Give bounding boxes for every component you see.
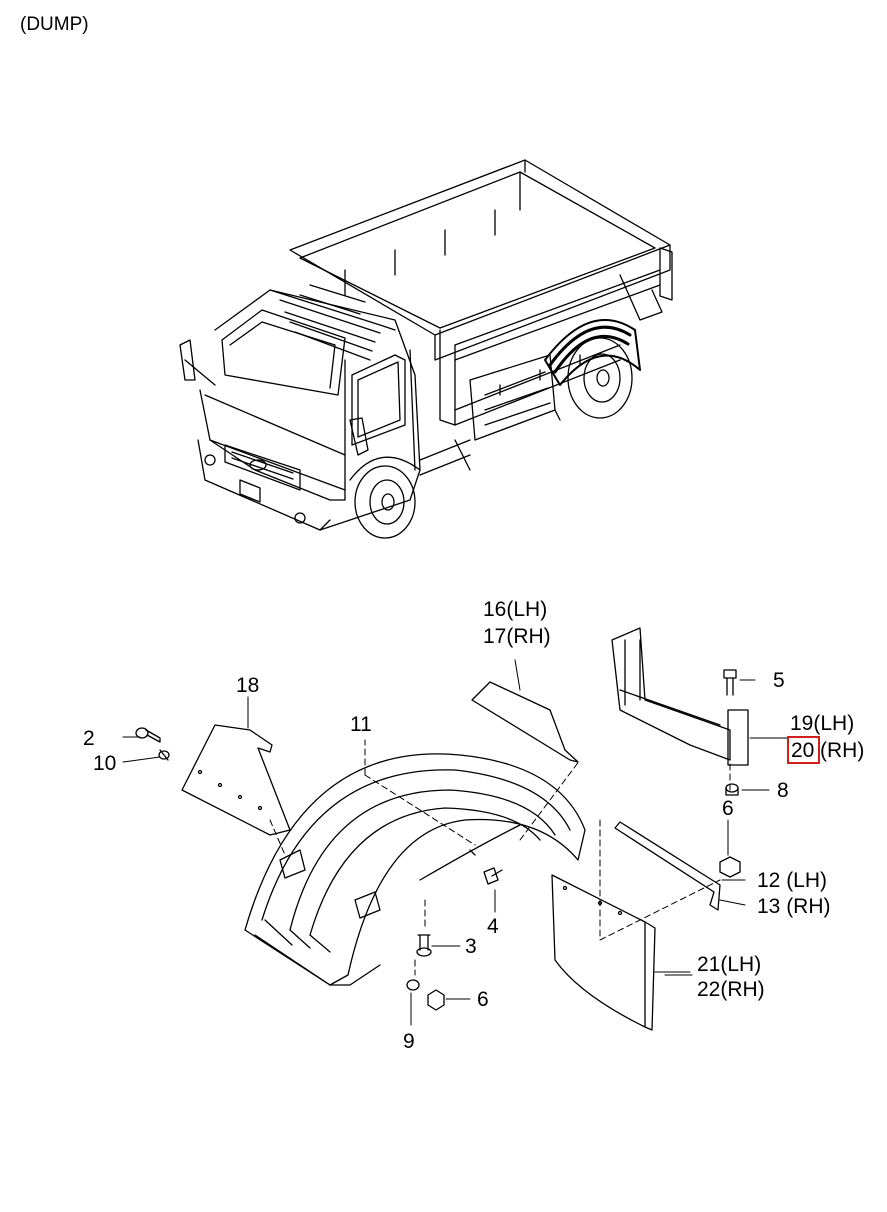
callout-11: 11 [350, 713, 372, 736]
bolt-part-5 [723, 669, 737, 696]
callout-9: 9 [403, 1030, 415, 1053]
callout-13: 13 (RH) [757, 895, 831, 918]
callout-6-upper: 6 [722, 797, 734, 820]
mudflap-part-21-22 [551, 874, 656, 1031]
washer-part-10 [158, 749, 170, 761]
nut-part-8 [725, 783, 739, 796]
bolt-part-2 [135, 727, 161, 743]
washer-part-9 [406, 979, 420, 991]
leader-lines [122, 659, 788, 1026]
highlight-box [787, 736, 820, 764]
diagram-title: (DUMP) [20, 14, 89, 35]
callout-12: 12 (LH) [757, 869, 827, 892]
callout-labels: 16(LH) 17(RH) 5 18 19(LH) 20 (RH) 11 2 1… [83, 598, 864, 1053]
callout-18: 18 [236, 674, 259, 697]
callout-22: 22(RH) [697, 978, 765, 1001]
callout-16: 16(LH) [483, 598, 547, 621]
nut-part-6-lower [427, 989, 445, 1011]
nut-part-6-upper [719, 856, 741, 878]
callout-4: 4 [487, 915, 499, 938]
callout-2: 2 [83, 727, 95, 750]
callout-19: 19(LH) [790, 712, 854, 735]
bracket-part-19-20 [611, 627, 749, 766]
strip-part-12-13 [614, 821, 721, 911]
callout-20-side: (RH) [820, 739, 864, 762]
callout-17: 17(RH) [483, 625, 551, 648]
callout-3: 3 [465, 935, 477, 958]
mudflap-part-16-17 [471, 681, 579, 763]
dump-truck-illustration [179, 159, 673, 539]
bolt-part-4 [483, 867, 503, 885]
bolt-part-3 [416, 934, 432, 957]
callout-5: 5 [773, 669, 785, 692]
callout-10: 10 [93, 752, 116, 775]
callout-6-lower: 6 [477, 988, 489, 1011]
callout-8: 8 [777, 779, 789, 802]
callout-21: 21(LH) [697, 953, 761, 976]
callout-20-number: 20 [791, 739, 814, 762]
bracket-part-18 [181, 724, 291, 836]
rear-fender-part-11 [244, 753, 586, 986]
